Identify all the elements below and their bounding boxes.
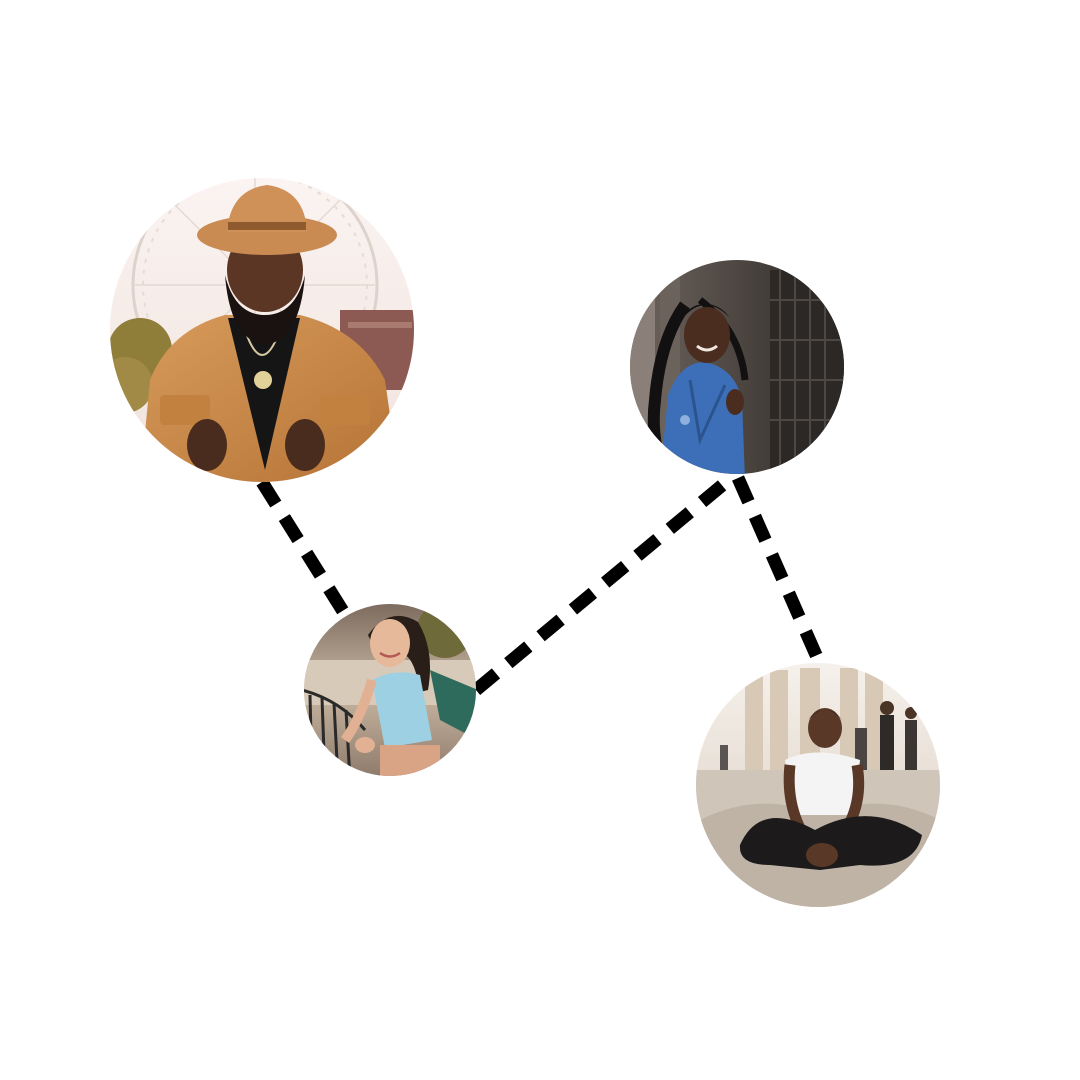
avatar-woman-in-denim-icon — [630, 260, 844, 474]
avatar-man-in-hat-icon — [110, 178, 414, 482]
avatar-man-sitting-icon — [696, 663, 940, 907]
connector-man-hat-to-woman-railing — [256, 478, 352, 620]
connector-woman-railing-to-woman-denim — [471, 473, 736, 695]
avatar-woman-at-railing-icon — [304, 604, 476, 776]
connector-woman-denim-to-man-sitting — [732, 475, 826, 667]
